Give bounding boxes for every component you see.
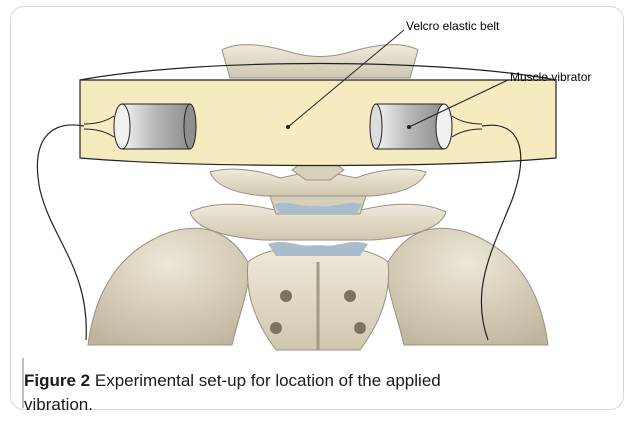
- vibrator-label: Muscle vibrator: [510, 70, 591, 84]
- figure-caption: Figure 2 Experimental set-up for locatio…: [24, 369, 484, 417]
- left-cable: [37, 125, 86, 340]
- caption-title: Figure 2: [24, 371, 90, 390]
- belt-label: Velcro elastic belt: [406, 19, 499, 33]
